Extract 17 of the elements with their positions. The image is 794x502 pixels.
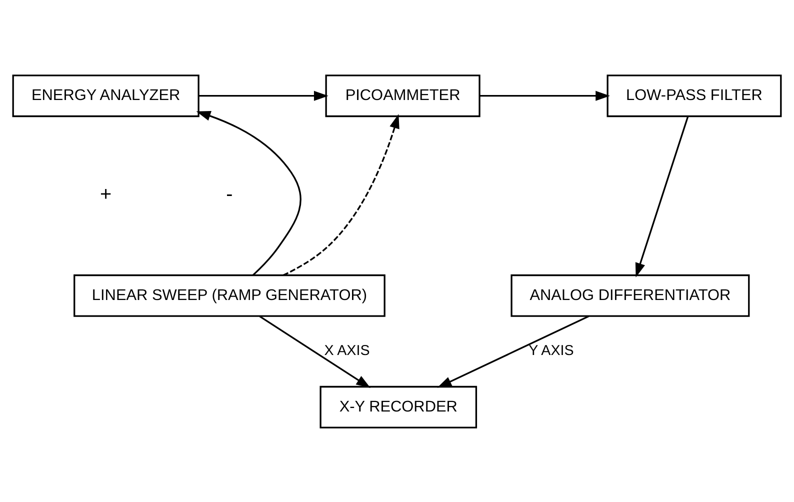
arrow [635,116,689,277]
arrow [259,315,371,388]
label: + [100,183,112,206]
node-box: LINEAR SWEEP (RAMP GENERATOR) [74,274,386,316]
arrow [198,90,328,100]
arrow [282,113,400,276]
node-box: LOW-PASS FILTER [606,74,782,117]
arrow [437,315,590,388]
arrow [480,90,610,100]
edge-label: X AXIS [324,342,370,359]
node-box: ANALOG DIFFERENTIATOR [510,274,750,316]
node-box: PICOAMMETER [325,74,480,117]
arrow [196,110,302,276]
edge-label: Y AXIS [528,342,574,359]
label: - [226,183,233,206]
node-box: X-Y RECORDER [320,385,478,428]
node-box: ENERGY ANALYZER [12,74,200,117]
